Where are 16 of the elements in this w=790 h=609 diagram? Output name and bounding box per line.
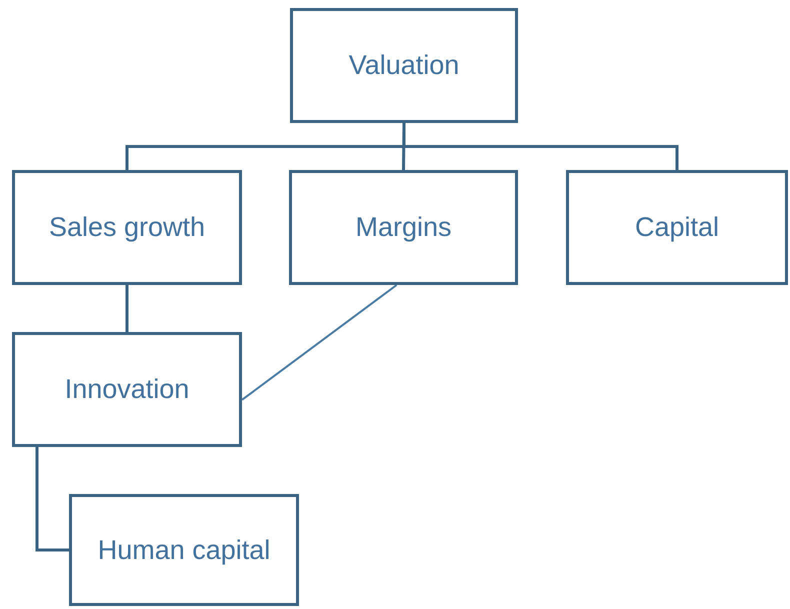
box-label: Innovation bbox=[64, 374, 190, 405]
box-label: Capital bbox=[634, 212, 720, 243]
connector-line bbox=[126, 285, 128, 332]
box-label: Human capital bbox=[98, 534, 270, 566]
box-label: Valuation bbox=[348, 50, 460, 81]
process-box bbox=[290, 8, 518, 123]
process-box bbox=[69, 494, 299, 606]
connector-line bbox=[241, 284, 398, 401]
box-label: Margins bbox=[355, 212, 452, 243]
process-box bbox=[12, 170, 242, 285]
connector-line bbox=[402, 123, 678, 170]
box-label: Sales growth bbox=[48, 212, 206, 243]
process-box bbox=[566, 170, 788, 285]
connector-line bbox=[36, 447, 69, 552]
process-box bbox=[289, 170, 518, 285]
process-box bbox=[12, 332, 242, 447]
